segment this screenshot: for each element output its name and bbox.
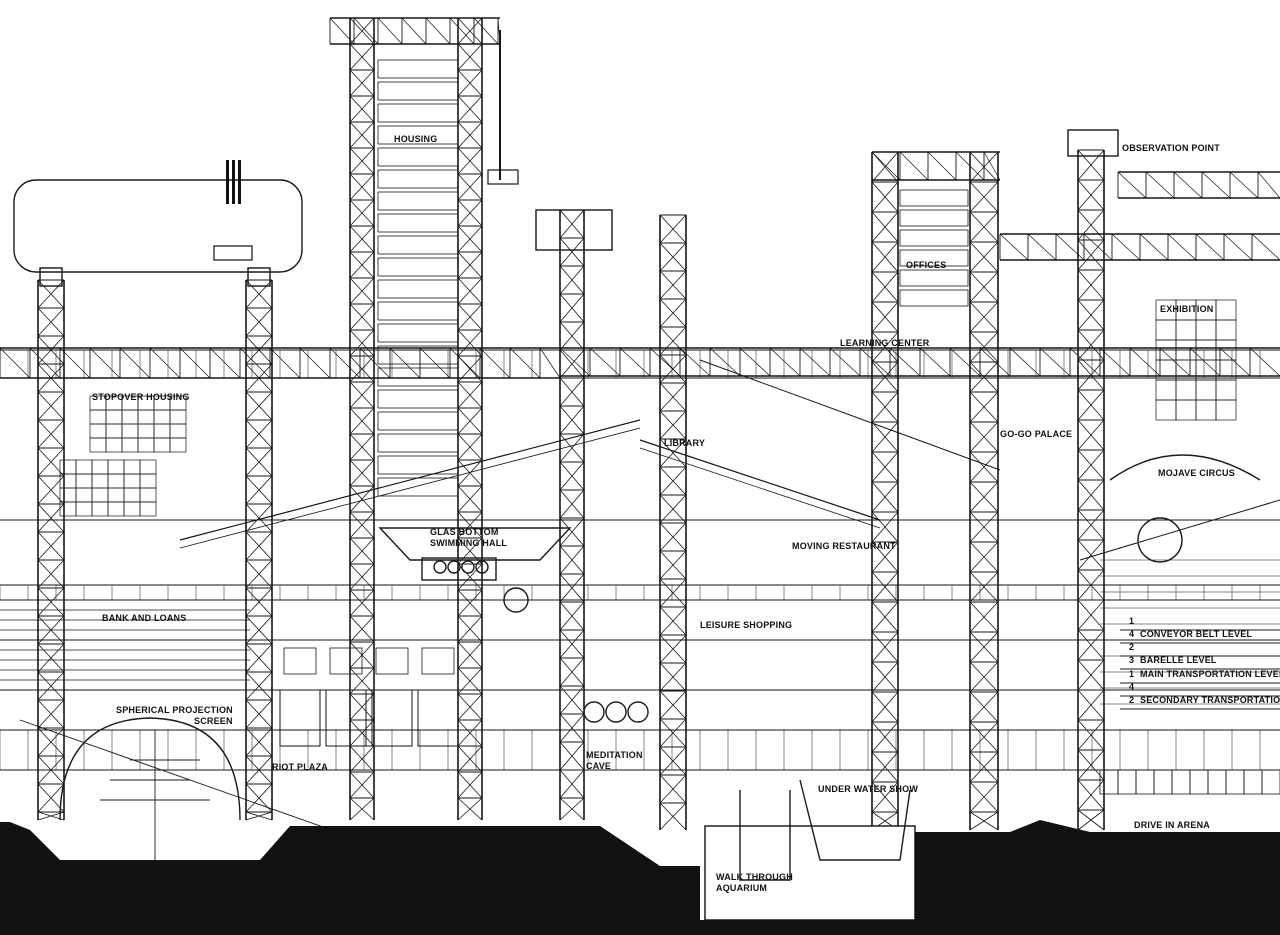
label-leisure-shopping: LEISURE SHOPPING bbox=[700, 620, 792, 630]
circus-ring bbox=[1137, 517, 1183, 563]
svg-text:2: 2 bbox=[1129, 642, 1134, 652]
svg-text:MAIN TRANSPORTATION LEVEL: MAIN TRANSPORTATION LEVEL bbox=[1140, 669, 1280, 679]
level-row: 3 BARELLE LEVEL bbox=[1129, 655, 1217, 665]
label-learning-center: LEARNING CENTER bbox=[840, 338, 930, 348]
label-go-go-palace: GO-GO PALACE bbox=[1000, 429, 1072, 439]
level-row: 4 bbox=[1129, 682, 1134, 692]
label-walk-through: WALK THROUGH bbox=[716, 872, 793, 882]
label-riot-plaza: RIOT PLAZA bbox=[272, 762, 328, 772]
svg-text:CONVEYOR BELT LEVEL: CONVEYOR BELT LEVEL bbox=[1140, 629, 1252, 639]
label-aquarium: AQUARIUM bbox=[716, 883, 767, 893]
label-observation-point: OBSERVATION POINT bbox=[1122, 143, 1220, 153]
label-moving-restaurant: MOVING RESTAURANT bbox=[792, 541, 896, 551]
capsule-pod bbox=[13, 179, 303, 273]
structural-frame bbox=[0, 17, 1280, 841]
label-swimming-hall: SWIMMING HALL bbox=[430, 538, 507, 548]
label-spherical-projection: SPHERICAL PROJECTION bbox=[116, 705, 233, 715]
mojave-circus-dome bbox=[1109, 454, 1261, 481]
area-labels: HOUSING OBSERVATION POINT OFFICES EXHIBI… bbox=[92, 134, 1235, 893]
svg-text:3: 3 bbox=[1129, 655, 1134, 665]
label-glas-bottom: GLAS BOTTOM bbox=[430, 527, 499, 537]
svg-text:1: 1 bbox=[1129, 616, 1134, 626]
label-screen: SCREEN bbox=[194, 716, 233, 726]
level-row: 1 bbox=[1129, 616, 1134, 626]
svg-text:4: 4 bbox=[1129, 629, 1134, 639]
svg-text:2: 2 bbox=[1129, 695, 1134, 705]
swimming-hall-portholes bbox=[378, 527, 572, 613]
meditation-tanks bbox=[583, 701, 649, 723]
label-stopover-housing: STOPOVER HOUSING bbox=[92, 392, 190, 402]
svg-text:1: 1 bbox=[1129, 669, 1134, 679]
level-row: 2 bbox=[1129, 642, 1134, 652]
label-library: LIBRARY bbox=[664, 438, 705, 448]
label-under-water-show: UNDER WATER SHOW bbox=[818, 784, 918, 794]
spherical-screen-dome bbox=[59, 717, 241, 821]
ground-mass bbox=[0, 820, 1280, 935]
label-mojave-circus: MOJAVE CIRCUS bbox=[1158, 468, 1235, 478]
label-housing: HOUSING bbox=[394, 134, 437, 144]
level-row: 2 SECONDARY TRANSPORTATION bbox=[1129, 695, 1280, 705]
label-offices: OFFICES bbox=[906, 260, 946, 270]
label-exhibition: EXHIBITION bbox=[1160, 304, 1214, 314]
svg-text:SECONDARY TRANSPORTATION: SECONDARY TRANSPORTATION bbox=[1140, 695, 1280, 705]
label-cave: CAVE bbox=[586, 761, 611, 771]
label-bank-and-loans: BANK AND LOANS bbox=[102, 613, 186, 623]
label-drive-in-arena: DRIVE IN ARENA bbox=[1134, 820, 1210, 830]
svg-text:4: 4 bbox=[1129, 682, 1134, 692]
level-row: 1 MAIN TRANSPORTATION LEVEL bbox=[1129, 669, 1280, 679]
svg-text:BARELLE LEVEL: BARELLE LEVEL bbox=[1140, 655, 1217, 665]
label-meditation: MEDITATION bbox=[586, 750, 643, 760]
level-row: 4 CONVEYOR BELT LEVEL bbox=[1129, 629, 1252, 639]
